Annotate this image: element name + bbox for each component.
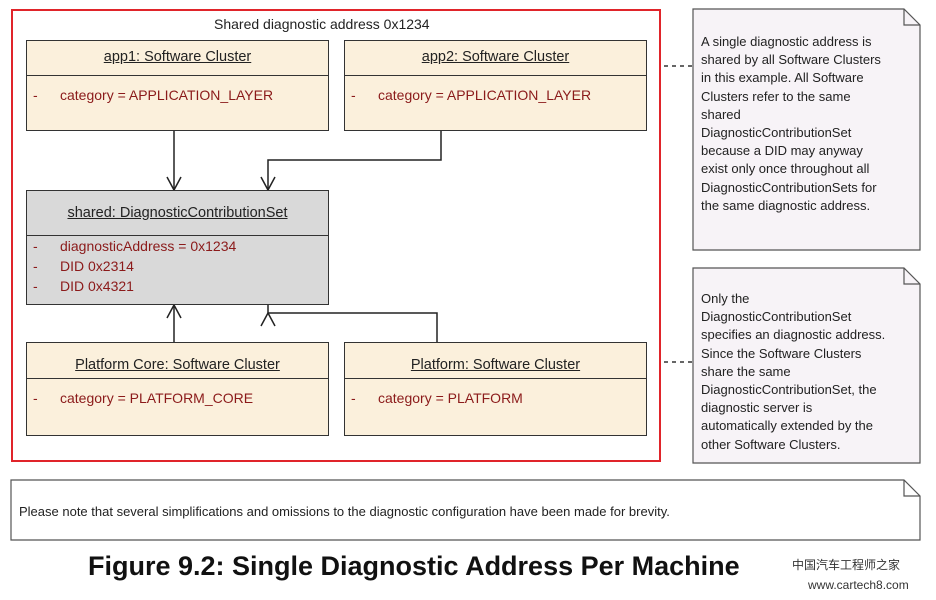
arrow-core-to-shared	[166, 303, 182, 342]
app2-title: app2: Software Cluster	[345, 41, 646, 76]
frame-title: Shared diagnostic address 0x1234	[214, 16, 430, 32]
note1-shape	[692, 8, 921, 251]
shared-diagnostic-contribution-set-box: shared: DiagnosticContributionSet -diagn…	[26, 190, 329, 305]
note2-shape	[692, 267, 921, 464]
watermark-url: www.cartech8.com	[808, 578, 909, 592]
app2-software-cluster-box: app2: Software Cluster -category = APPLI…	[344, 40, 647, 131]
platform-software-cluster-box: Platform: Software Cluster -category = P…	[344, 342, 647, 436]
diagnostic-address-frame	[11, 9, 661, 462]
shared-title: shared: DiagnosticContributionSet	[27, 191, 328, 236]
note-only-contribution-set: Only the DiagnosticContributionSet speci…	[701, 291, 886, 452]
platform-core-title: Platform Core: Software Cluster	[27, 343, 328, 379]
platform-title: Platform: Software Cluster	[345, 343, 646, 379]
watermark-cn: 中国汽车工程师之家	[792, 558, 901, 572]
note-simplifications: Please note that several simplifications…	[19, 504, 670, 519]
arrow-platform-to-shared	[260, 305, 438, 342]
platform-core-software-cluster-box: Platform Core: Software Cluster -categor…	[26, 342, 329, 436]
note-shared-address: A single diagnostic address is shared by…	[701, 34, 881, 213]
app1-software-cluster-box: app1: Software Cluster -category = APPLI…	[26, 40, 329, 131]
app1-title: app1: Software Cluster	[27, 41, 328, 76]
figure-caption: Figure 9.2: Single Diagnostic Address Pe…	[88, 551, 740, 581]
note3-shape	[10, 479, 921, 541]
